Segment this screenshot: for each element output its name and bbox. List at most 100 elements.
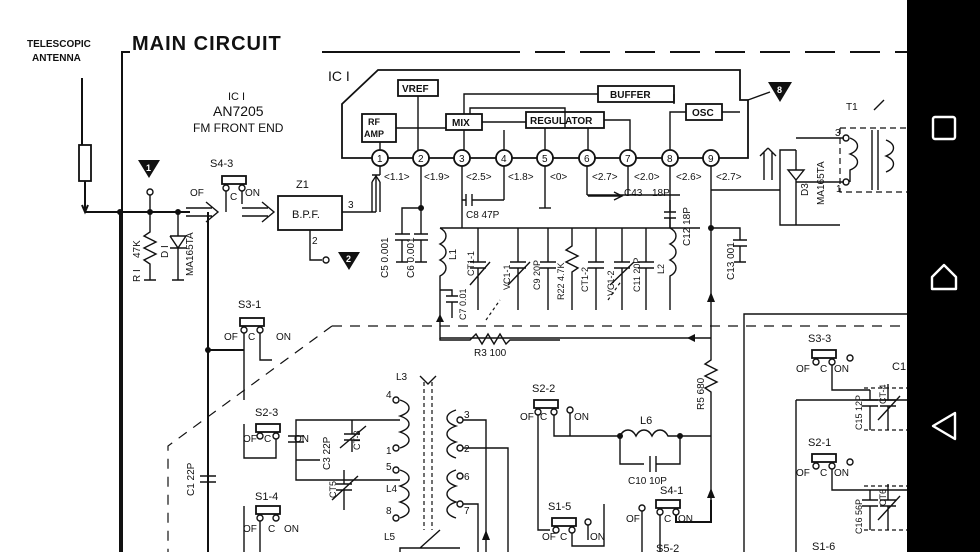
antenna-body [78,144,92,182]
circuit-schematic: TELESCOPIC ANTENNA MAIN CIRCUIT 1 R I 47… [27,33,907,552]
svg-text:R22 4.7K: R22 4.7K [556,262,566,300]
svg-text:<2.6>: <2.6> [676,172,702,183]
ic1-pins: 1 2 3 4 5 6 7 8 9 [371,149,720,167]
svg-text:C16 56P: C16 56P [854,499,864,534]
svg-text:5: 5 [386,462,392,473]
svg-text:CT1-1: CT1-1 [466,251,476,276]
svg-text:FM FRONT END: FM FRONT END [193,121,284,135]
svg-text:3: 3 [348,200,354,211]
svg-text:S5-2: S5-2 [656,543,679,552]
svg-text:C8 47P: C8 47P [466,210,500,221]
svg-text:REGULATOR: REGULATOR [530,116,593,127]
svg-text:C6 0.001: C6 0.001 [406,237,417,278]
svg-text:3: 3 [464,410,470,421]
svg-text:C: C [664,514,671,525]
svg-text:CT-4: CT-4 [878,384,888,404]
back-button[interactable] [914,396,974,456]
svg-text:C12 18P: C12 18P [682,207,693,246]
svg-text:C43: C43 [624,188,643,199]
svg-text:18P: 18P [652,188,670,199]
svg-text:OF: OF [520,412,534,423]
marker-8 [768,82,792,102]
svg-text:S4-3: S4-3 [210,158,233,170]
home-button[interactable] [914,247,974,307]
svg-text:L6: L6 [640,415,652,427]
svg-text:3: 3 [835,128,841,139]
pin-voltages: <1.1> <1.9> <2.5> <1.8> <0> <2.7> <2.0> … [384,172,742,183]
svg-text:6: 6 [584,154,590,165]
svg-text:C5 0.001: C5 0.001 [380,237,391,278]
svg-text:C9 20P: C9 20P [532,260,542,290]
svg-text:S1-5: S1-5 [548,501,571,513]
svg-text:<2.7>: <2.7> [592,172,618,183]
recents-square-icon [931,115,956,141]
svg-text:VREF: VREF [402,84,429,95]
switch-s4-3 [221,175,247,185]
svg-text:C7 0.01: C7 0.01 [458,288,468,320]
antenna-label-line1: TELESCOPIC [27,39,91,50]
svg-text:OF: OF [626,514,640,525]
svg-text:C1: C1 [892,361,906,373]
switch-s4-1 [655,499,681,509]
switch-s3-1 [239,317,265,327]
svg-text:OF: OF [796,468,810,479]
svg-text:IC I: IC I [228,91,245,103]
svg-text:MIX: MIX [452,118,470,129]
svg-text:C1 22P: C1 22P [186,462,197,496]
l2-coil [668,200,677,310]
svg-text:ON: ON [574,412,589,423]
ic-part-number: AN7205 [213,103,264,119]
svg-text:C3 22P: C3 22P [322,436,333,470]
svg-text:S2-1: S2-1 [808,437,831,449]
svg-text:CT6: CT6 [878,489,888,506]
svg-text:OF: OF [190,188,204,199]
svg-text:ON: ON [590,532,605,543]
svg-text:C: C [820,364,827,375]
switch-s1-5 [551,517,577,527]
svg-text:<0>: <0> [550,172,567,183]
svg-text:OF: OF [243,434,257,445]
svg-text:Z1: Z1 [296,179,309,191]
recents-button[interactable] [914,98,974,158]
svg-text:<1.8>: <1.8> [508,172,534,183]
svg-text:RF: RF [368,117,380,127]
l3-secondary-coil [446,409,459,459]
svg-text:5: 5 [542,154,548,165]
svg-text:ON: ON [276,332,291,343]
svg-text:L3: L3 [396,372,408,383]
marker-2 [338,252,360,270]
svg-text:S3-1: S3-1 [238,299,261,311]
switch-s1-4 [255,505,281,515]
svg-text:4: 4 [501,154,507,165]
svg-text:MA165TA: MA165TA [816,161,827,205]
svg-text:C: C [268,524,275,535]
svg-text:1: 1 [377,154,383,165]
image-viewer[interactable]: TELESCOPIC ANTENNA MAIN CIRCUIT 1 R I 47… [0,0,907,552]
rf-amp-block [361,113,397,143]
svg-text:6: 6 [464,472,470,483]
svg-text:S4-1: S4-1 [660,485,683,497]
svg-text:C11 20P: C11 20P [632,258,642,292]
svg-text:C: C [560,532,567,543]
svg-text:L1: L1 [448,248,459,260]
svg-text:C: C [820,468,827,479]
svg-text:L2: L2 [656,264,666,274]
svg-text:C: C [230,192,237,203]
svg-text:C: C [264,434,271,445]
svg-text:2: 2 [312,236,318,247]
svg-text:OF: OF [542,532,556,543]
switch-s2-3 [255,423,281,433]
svg-text:ON: ON [294,434,309,445]
d1-diode [169,212,188,281]
svg-text:C13 001: C13 001 [726,242,737,280]
svg-text:ON: ON [834,364,849,375]
svg-text:S2-3: S2-3 [255,407,278,419]
back-triangle-icon [931,411,956,441]
l4-coil [397,469,410,519]
svg-text:1: 1 [386,446,392,457]
switch-s2-1 [811,453,837,463]
svg-text:IC I: IC I [328,68,350,84]
antenna-label-line2: ANTENNA [32,53,81,64]
frame-left-border [121,51,124,552]
svg-text:8: 8 [777,85,782,95]
